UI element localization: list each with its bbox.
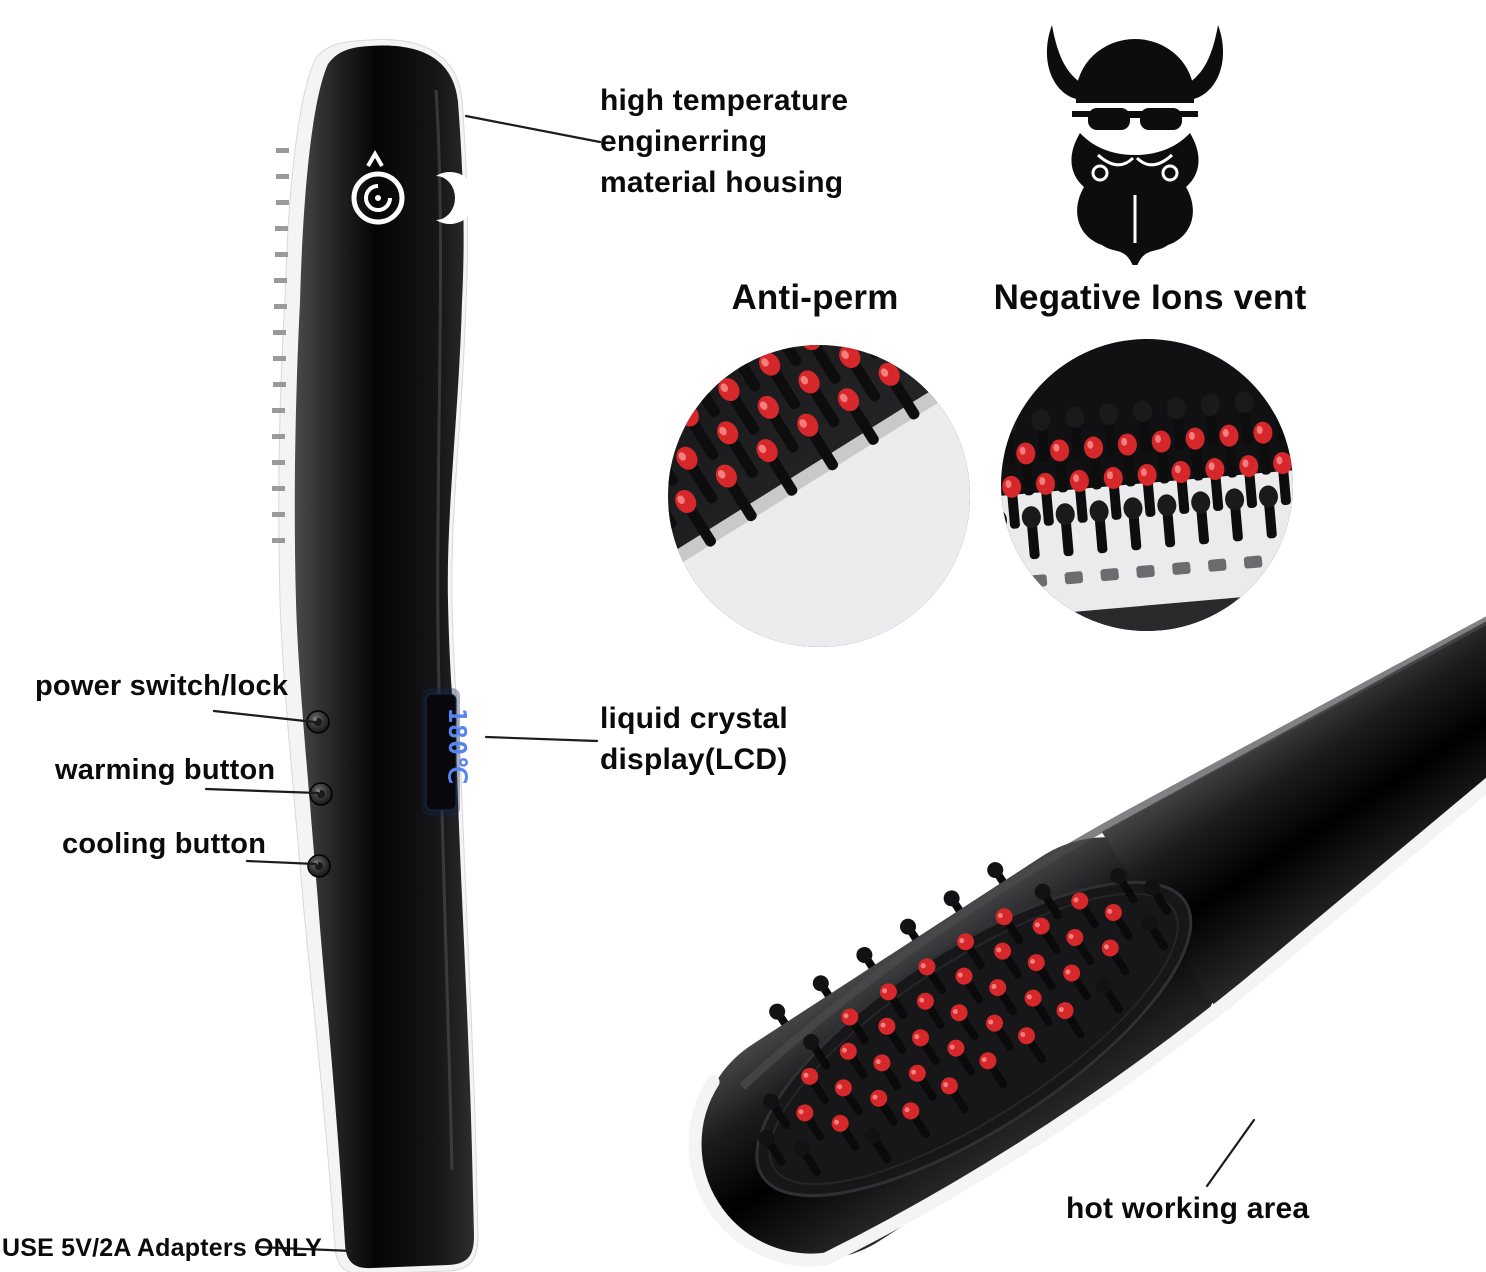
brush-handle — [1101, 523, 1486, 1010]
negative-ions-title: Negative Ions vent — [993, 278, 1307, 317]
brush-head-view — [688, 523, 1486, 1267]
housing-label-line2: enginerring — [600, 125, 768, 158]
viking-beard-mascot — [1046, 25, 1224, 265]
straightener-side-view: 180℃ — [272, 39, 479, 1272]
device-body — [294, 45, 474, 1269]
power-switch-label: power switch/lock — [35, 670, 289, 702]
lcd-label-line1: liquid crystal — [600, 702, 788, 735]
brand-emblem — [351, 150, 476, 225]
warming-button[interactable] — [309, 782, 333, 806]
cooling-button-label: cooling button — [62, 828, 267, 860]
housing-label-line3: material housing — [600, 166, 844, 199]
cooling-button[interactable] — [307, 854, 331, 878]
lcd-value: 180℃ — [443, 708, 472, 785]
warming-button-label: warming button — [55, 754, 276, 786]
housing-label-line1: high temperature — [600, 84, 849, 117]
negative-ions-inset — [1001, 339, 1293, 631]
sunglasses-icon — [1072, 108, 1198, 130]
anti-perm-inset — [668, 345, 970, 647]
power-switch-button[interactable] — [306, 710, 330, 734]
white-edge-trim — [688, 592, 1486, 1267]
housing-label: high temperature enginerring material ho… — [600, 80, 848, 203]
lcd-label-line2: display(LCD) — [600, 743, 788, 776]
comb-teeth — [272, 148, 289, 543]
adapter-note-label: USE 5V/2A Adapters ONLY — [2, 1234, 322, 1262]
lcd-label: liquid crystal display(LCD) — [600, 698, 788, 780]
body-highlight — [434, 89, 454, 1171]
lcd-display: 180℃ — [422, 688, 472, 816]
hot-working-area-label: hot working area — [1066, 1192, 1310, 1225]
anti-perm-title: Anti-perm — [731, 278, 899, 317]
